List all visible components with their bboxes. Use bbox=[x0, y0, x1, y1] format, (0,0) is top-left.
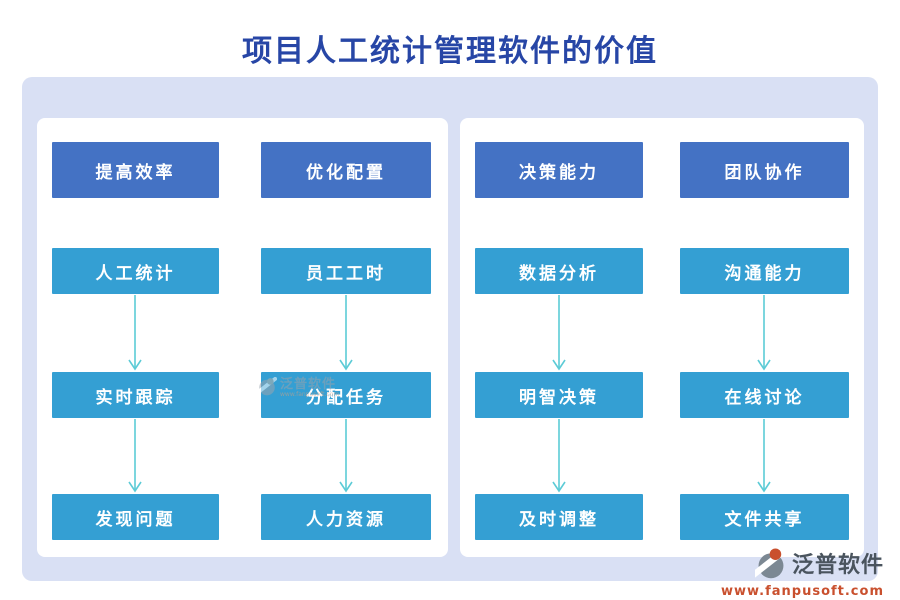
step-box: 发现问题 bbox=[52, 494, 219, 540]
step-box: 人工统计 bbox=[52, 248, 219, 294]
fanpu-watermark: 泛普软件 www.fanpusoft.com bbox=[255, 376, 340, 401]
down-arrow-icon bbox=[756, 295, 772, 371]
down-arrow-icon bbox=[551, 295, 567, 371]
down-arrow-icon bbox=[127, 295, 143, 371]
page-title: 项目人工统计管理软件的价值 bbox=[242, 34, 658, 69]
down-arrow-icon bbox=[756, 419, 772, 493]
step-box: 沟通能力 bbox=[680, 248, 849, 294]
header-box-efficiency: 提高效率 bbox=[52, 142, 219, 198]
step-box: 实时跟踪 bbox=[52, 372, 219, 418]
brand-url-link[interactable]: www.fanpusoft.com bbox=[721, 584, 884, 600]
step-box: 文件共享 bbox=[680, 494, 849, 540]
down-arrow-icon bbox=[338, 295, 354, 371]
fanpu-logo-icon bbox=[750, 546, 789, 584]
watermark-url: www.fanpusoft.com bbox=[280, 391, 340, 399]
step-box: 员工工时 bbox=[261, 248, 431, 294]
down-arrow-icon bbox=[127, 419, 143, 493]
header-box-decision: 决策能力 bbox=[475, 142, 643, 198]
down-arrow-icon bbox=[338, 419, 354, 493]
step-box: 人力资源 bbox=[261, 494, 431, 540]
step-box: 在线讨论 bbox=[680, 372, 849, 418]
down-arrow-icon bbox=[551, 419, 567, 493]
header-box-teamwork: 团队协作 bbox=[680, 142, 849, 198]
step-box: 数据分析 bbox=[475, 248, 643, 294]
fanpu-logo: 泛普软件 www.fanpusoft.com bbox=[721, 546, 884, 600]
step-box: 明智决策 bbox=[475, 372, 643, 418]
watermark-name: 泛普软件 bbox=[280, 377, 337, 393]
fanpu-watermark-icon bbox=[255, 376, 278, 401]
step-box: 分配任务 bbox=[261, 372, 431, 418]
brand-name: 泛普软件 bbox=[791, 552, 884, 578]
step-box: 及时调整 bbox=[475, 494, 643, 540]
header-box-optimization: 优化配置 bbox=[261, 142, 431, 198]
